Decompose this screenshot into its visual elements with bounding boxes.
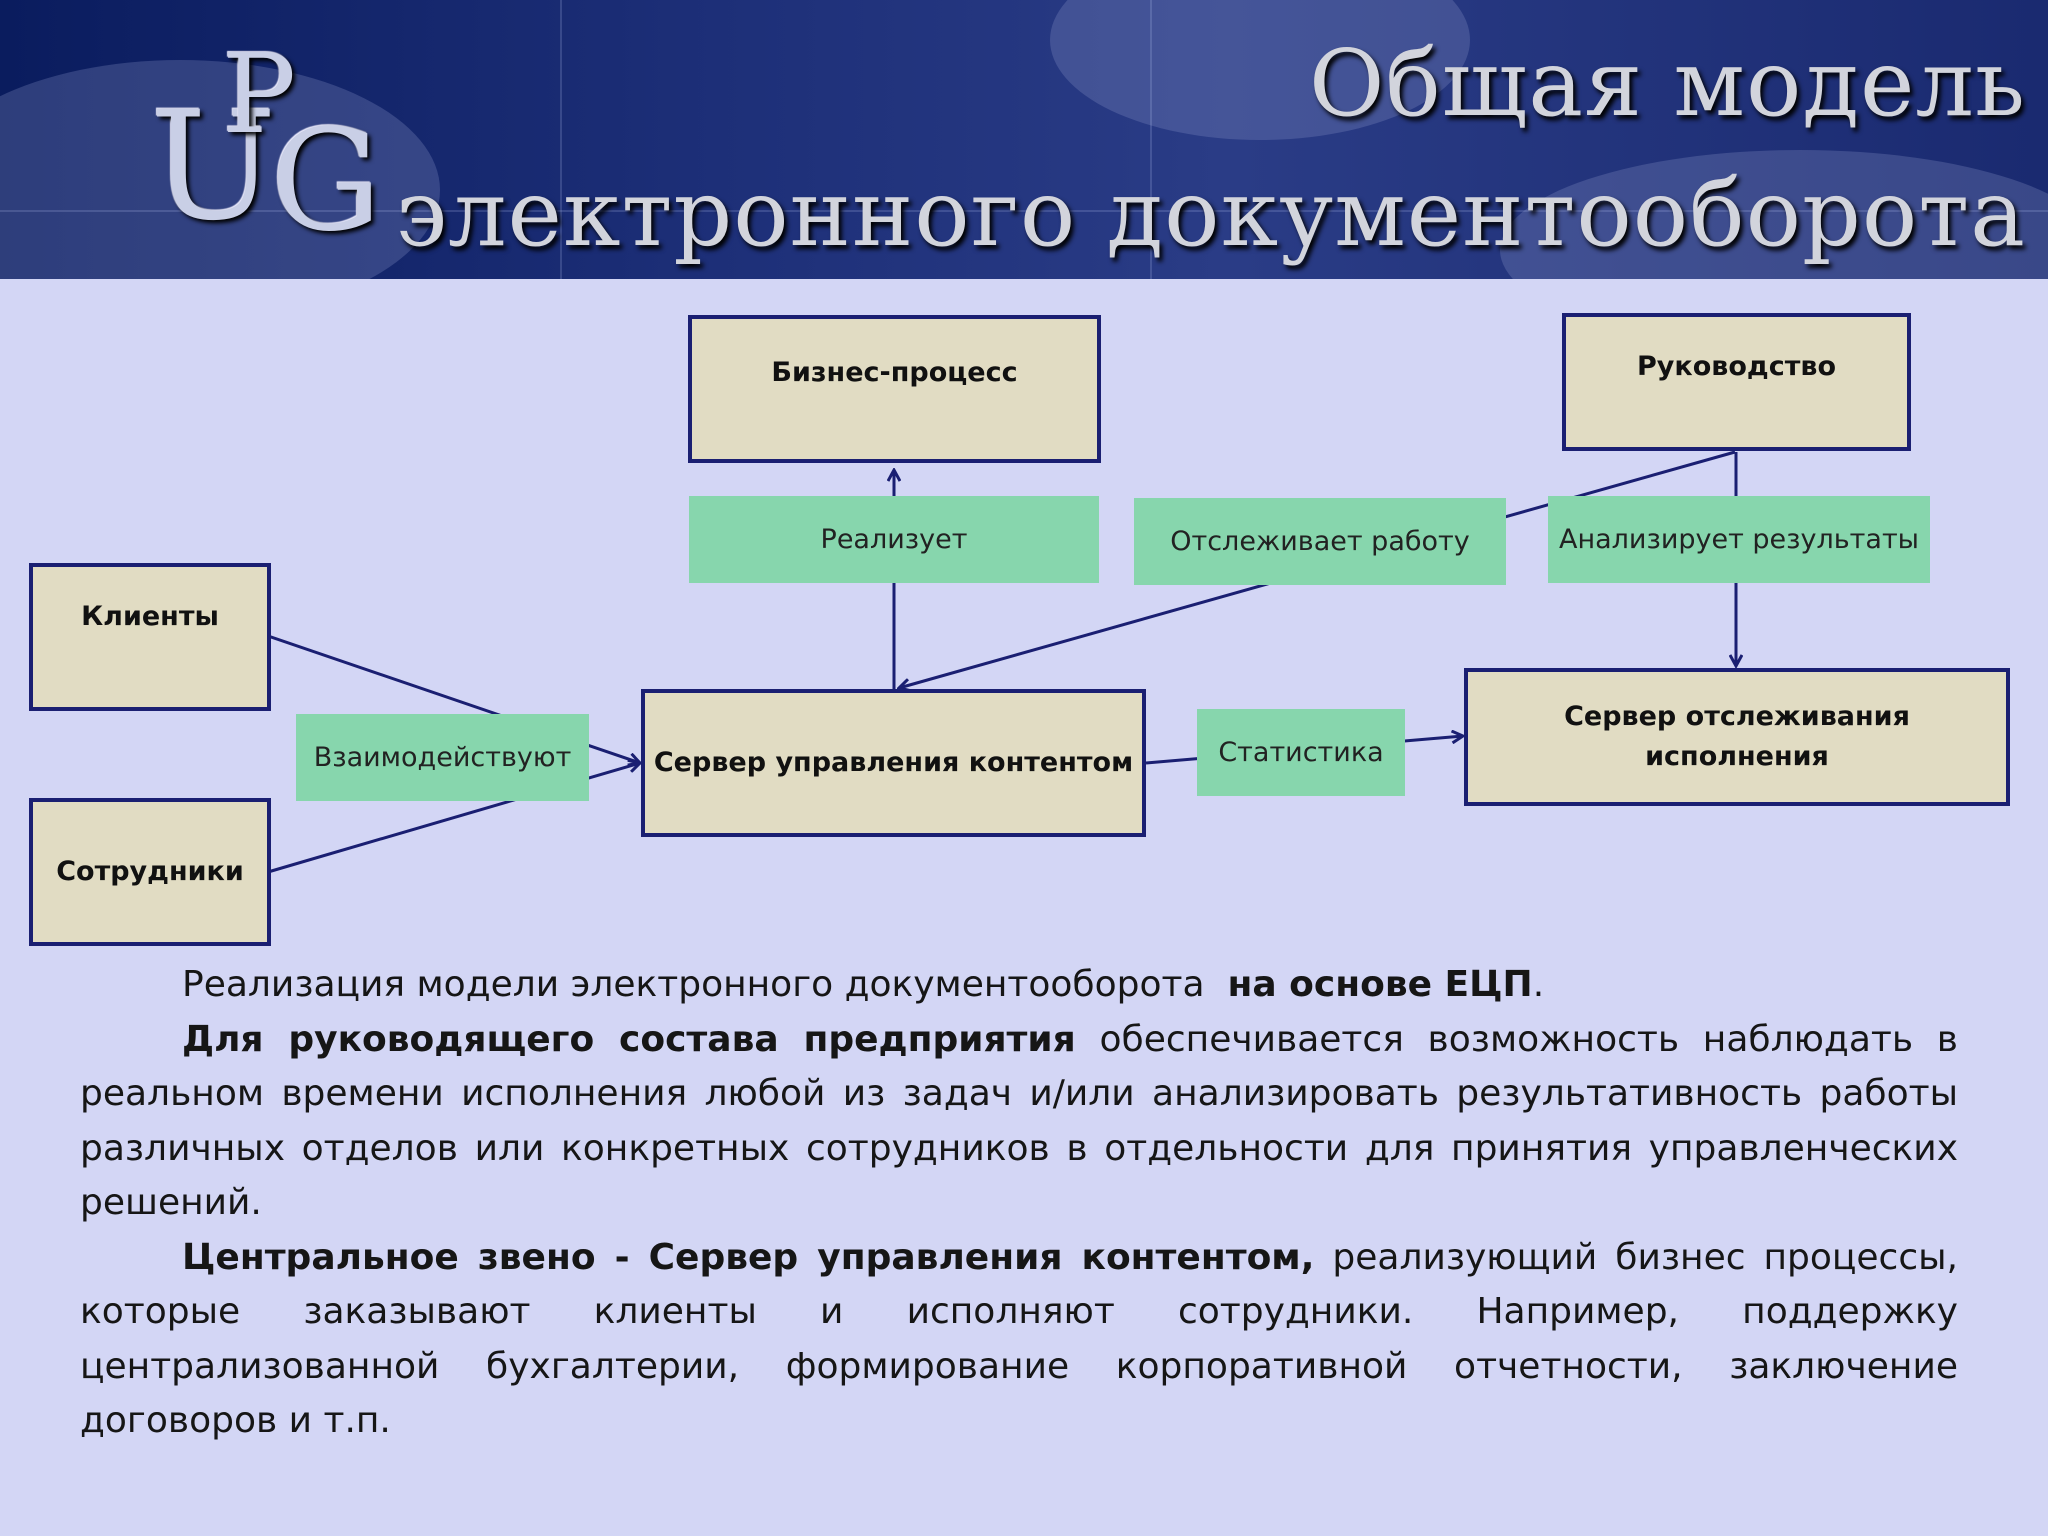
bold-span: Центральное звено - Сервер управления ко…: [182, 1236, 1315, 1278]
label-implements: Реализует: [689, 496, 1099, 583]
bold-span: на основе ЕЦП: [1227, 964, 1533, 1005]
logo-letter: P: [222, 30, 297, 158]
paragraph-3: Центральное звено - Сервер управления ко…: [80, 1231, 1958, 1449]
label-analyzes-results: Анализирует результаты: [1548, 496, 1930, 583]
map-gridline: [0, 210, 2048, 212]
node-clients: Клиенты: [29, 563, 271, 711]
map-gridline: [1150, 0, 1152, 279]
paragraph-1: Реализация модели электронного документо…: [80, 958, 1958, 1013]
node-business-process: Бизнес-процесс: [688, 315, 1101, 463]
node-management: Руководство: [1562, 313, 1911, 451]
label-interact: Взаимодействуют: [296, 714, 589, 801]
text-span: .: [1532, 964, 1545, 1005]
text-span: обеспечивается возможность наблюдать в р…: [80, 1018, 1958, 1224]
upg-logo: U P G: [150, 30, 410, 263]
node-cms-server: Сервер управления контентом: [641, 689, 1146, 837]
label-statistics: Статистика: [1197, 709, 1405, 796]
text-span: реализующий бизнес процессы, которые зак…: [80, 1236, 1958, 1442]
node-employees: Сотрудники: [29, 798, 271, 946]
label-tracks-work: Отслеживает работу: [1134, 498, 1506, 585]
logo-letter: G: [270, 100, 382, 263]
description-text: Реализация модели электронного документо…: [80, 958, 1958, 1449]
header-banner: U P G Общая модель электронного документ…: [0, 0, 2048, 279]
paragraph-2: Для руководящего состава предприятия обе…: [80, 1013, 1958, 1231]
page-title-line2: электронного документооборота: [395, 160, 2026, 267]
text-span: Реализация модели электронного документо…: [182, 964, 1205, 1005]
bold-span: Для руководящего состава предприятия: [182, 1018, 1076, 1060]
node-tracking-server: Сервер отслеживания исполнения: [1464, 668, 2010, 806]
page-title-line1: Общая модель: [1308, 30, 2026, 137]
map-gridline: [560, 0, 562, 279]
logo-letter: U: [150, 80, 277, 254]
